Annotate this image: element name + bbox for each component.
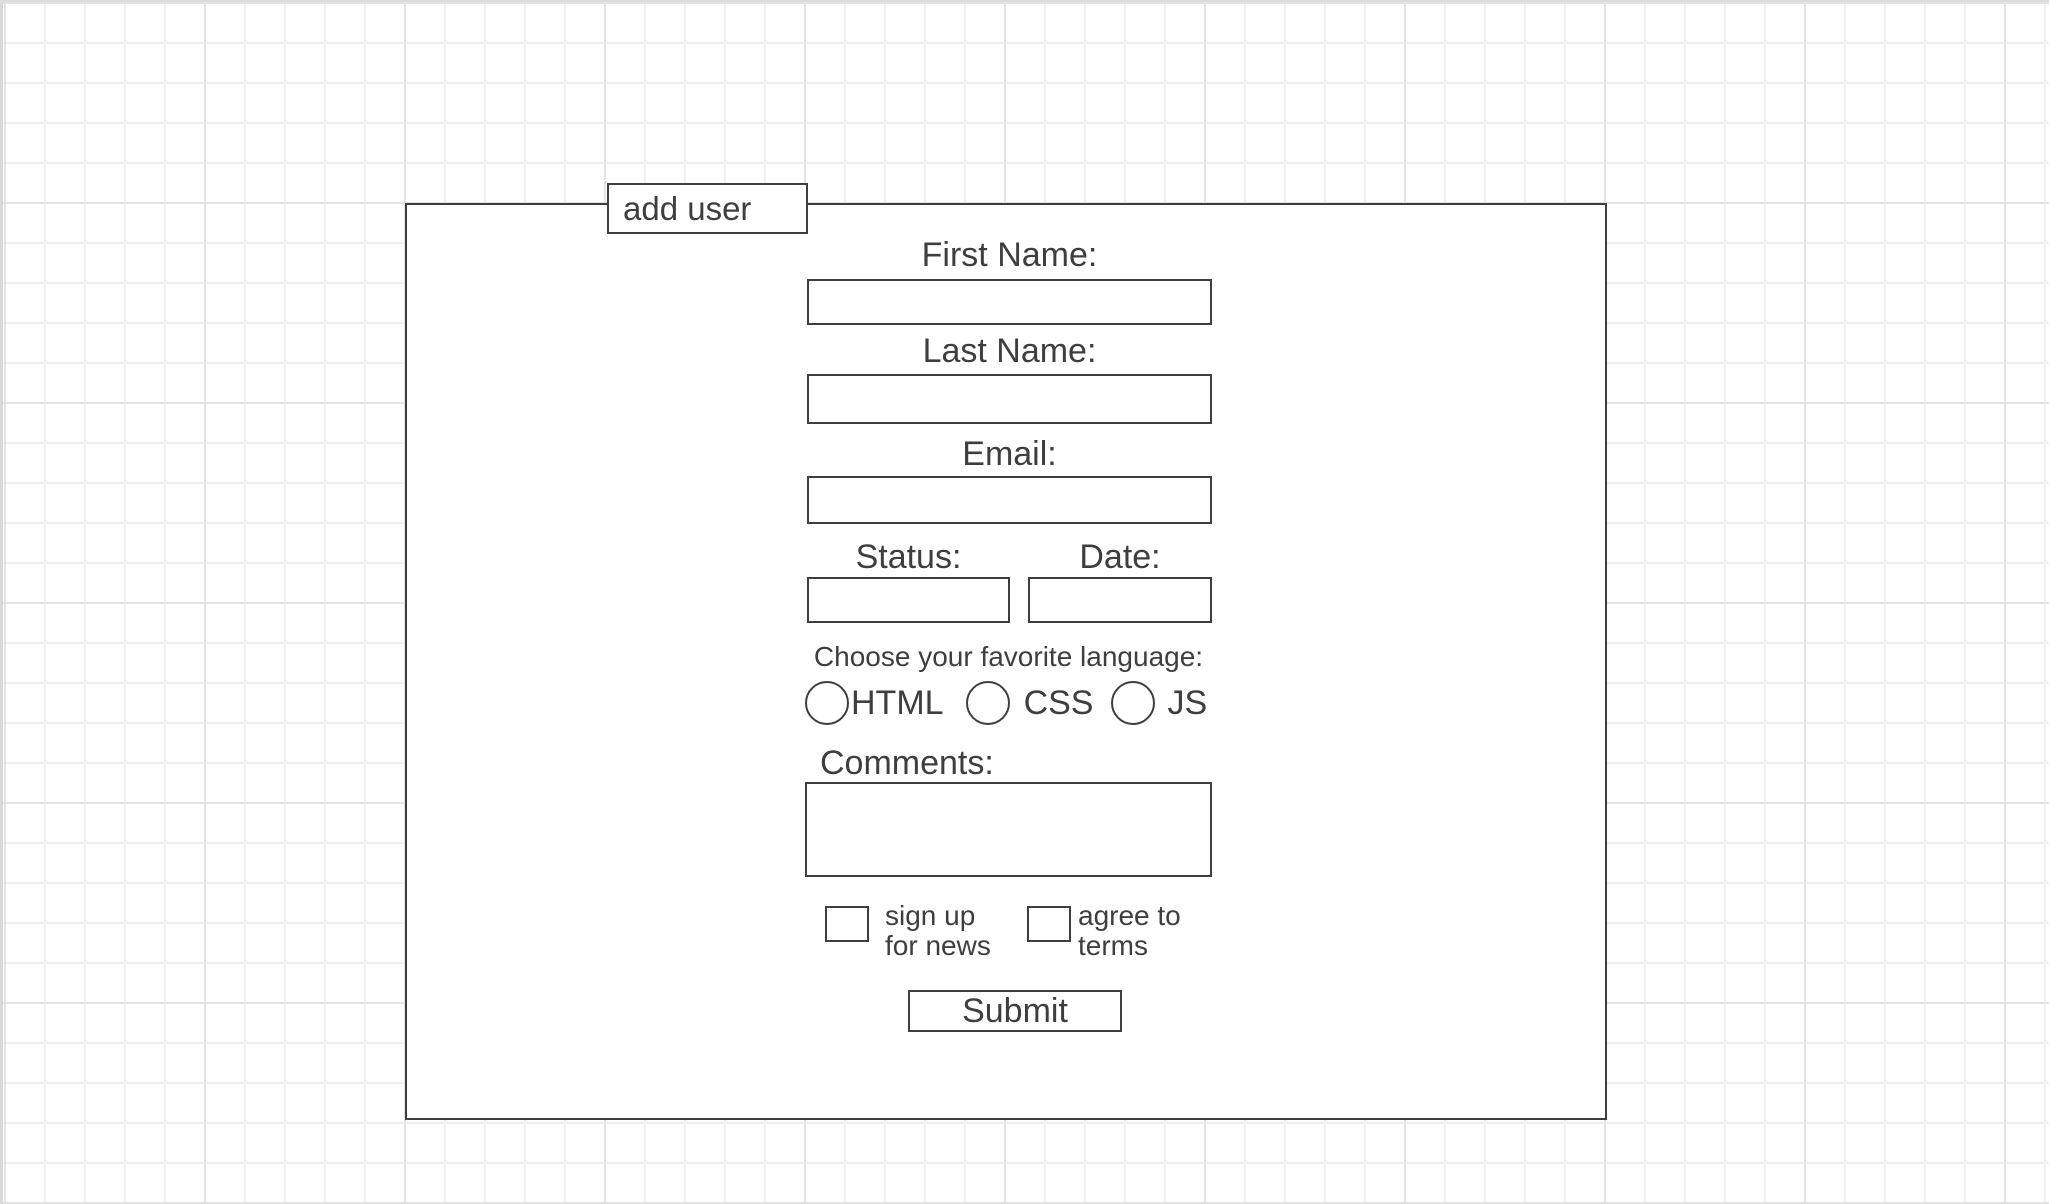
newsletter-label-line1: sign up [885,900,976,931]
add-user-tab-label: add user [623,190,752,227]
email-label: Email: [962,435,1057,473]
language-prompt: Choose your favorite language: [813,641,1204,672]
radio-css[interactable] [965,681,1010,725]
first-name-input[interactable] [807,279,1212,325]
comments-textarea[interactable] [805,782,1212,877]
terms-label-line1: agree to [1078,900,1181,931]
language-radio-group: HTML CSS JS [805,680,1225,726]
date-input[interactable] [1028,577,1212,623]
radio-css-label: CSS [1023,684,1094,722]
radio-html[interactable] [805,681,849,725]
comments-label: Comments: [820,744,994,782]
first-name-label: First Name: [921,236,1098,274]
status-label: Status: [855,538,962,576]
email-input[interactable] [807,476,1212,524]
canvas-left-edge [0,0,3,1204]
newsletter-checkbox[interactable] [825,906,869,942]
radio-js-label: JS [1167,684,1208,722]
radio-js[interactable] [1111,681,1156,725]
add-user-tab: add user [607,183,808,234]
terms-label-line2: terms [1078,930,1148,961]
add-user-form-container [405,203,1607,1120]
last-name-label: Last Name: [922,332,1097,370]
terms-checkbox[interactable] [1027,906,1071,942]
last-name-input[interactable] [807,374,1212,424]
date-label: Date: [1079,538,1161,576]
newsletter-label-line2: for news [885,930,991,961]
newsletter-checkbox-label: sign up for news [885,901,991,961]
terms-checkbox-label: agree to terms [1078,901,1181,961]
radio-html-label: HTML [851,684,944,722]
canvas-top-edge [0,0,2049,2]
submit-button[interactable]: Submit [908,990,1122,1032]
status-input[interactable] [807,577,1010,623]
